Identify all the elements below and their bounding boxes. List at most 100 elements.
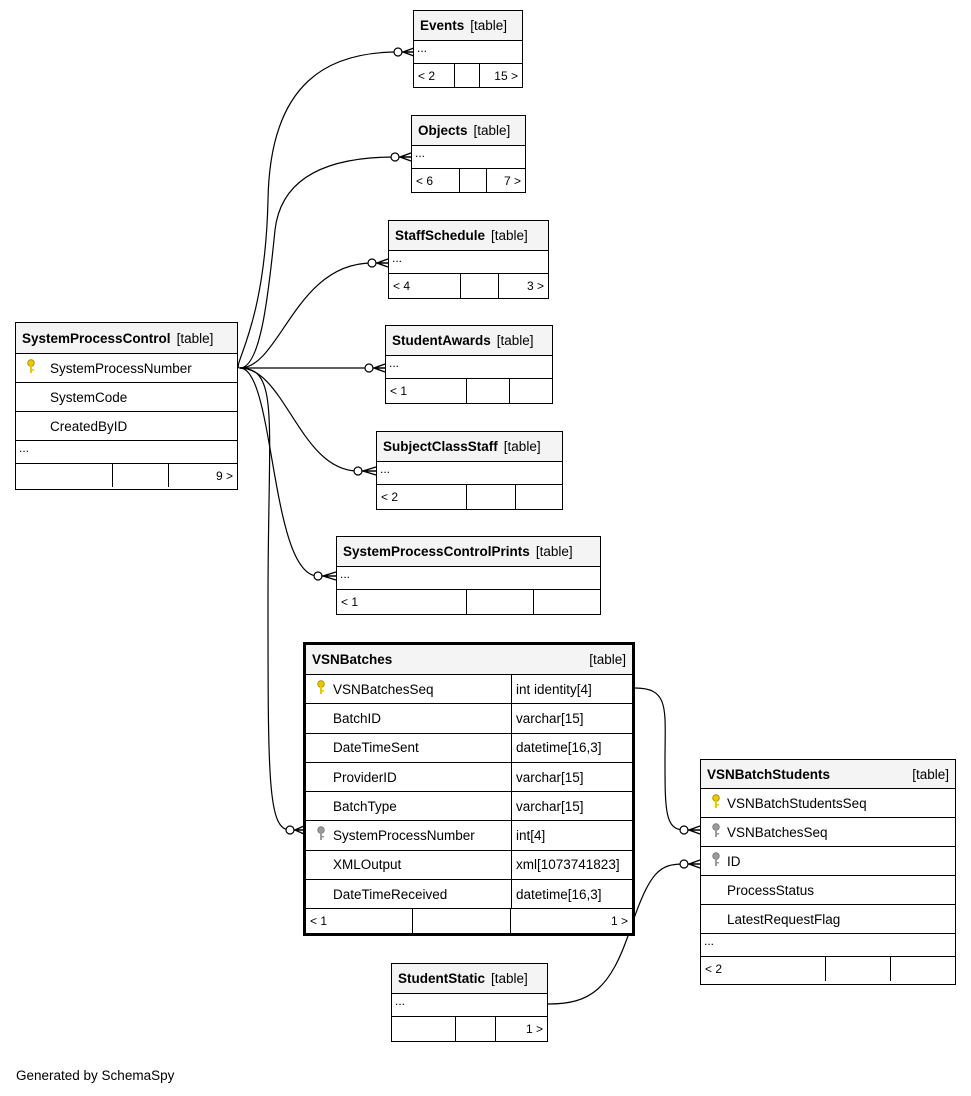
- more-columns: ...: [392, 994, 547, 1017]
- column-name: ProviderID: [333, 769, 397, 785]
- foreign-key-icon: [707, 851, 725, 871]
- child-count: [890, 957, 955, 981]
- crowfoot-marker: [686, 859, 701, 869]
- table-footer: < 2 15 >: [414, 64, 522, 87]
- optional-circle: [679, 859, 689, 869]
- parent-count: < 6: [416, 173, 434, 188]
- primary-key-icon: [312, 679, 330, 699]
- table-subjectclassstaff[interactable]: SubjectClassStaff [table] ... < 2: [376, 431, 563, 510]
- optional-circle: [393, 47, 403, 57]
- column-type: varchar[15]: [511, 792, 632, 821]
- column-row[interactable]: BatchID varchar[15]: [306, 704, 632, 734]
- column-row[interactable]: SystemCode: [16, 383, 237, 412]
- child-count: 15 >: [479, 64, 522, 87]
- column-type: datetime[16,3]: [511, 733, 632, 762]
- table-kind: [table]: [473, 123, 511, 138]
- column-row[interactable]: ProcessStatus: [701, 876, 955, 905]
- child-count: 7 >: [486, 169, 525, 192]
- table-header: Events [table]: [414, 11, 522, 41]
- edge-spc-subjectclassstaff: [239, 367, 359, 472]
- table-header: SystemProcessControl [table]: [16, 323, 237, 354]
- table-kind: [table]: [491, 228, 528, 243]
- table-kind: [table]: [470, 18, 508, 33]
- foreign-key-icon: [707, 822, 725, 842]
- table-studentawards[interactable]: StudentAwards [table] ... < 1: [385, 325, 553, 404]
- footer-spacer: [825, 957, 890, 981]
- column-name: BatchID: [333, 710, 382, 726]
- table-footer: 1 >: [392, 1017, 547, 1041]
- optional-circle: [679, 825, 689, 835]
- foreign-key-icon: [312, 826, 330, 845]
- column-name: LatestRequestFlag: [727, 911, 841, 927]
- table-objects[interactable]: Objects [table] ... < 6 7 >: [411, 115, 526, 193]
- table-header: StudentStatic [table]: [392, 964, 547, 994]
- table-kind: [table]: [535, 544, 573, 559]
- table-systemprocesscontrol[interactable]: SystemProcessControl [table] SystemProce…: [15, 322, 238, 490]
- table-name: VSNBatchStudents: [707, 766, 831, 782]
- table-header: SubjectClassStaff [table]: [377, 432, 562, 462]
- edge-spc-objects: [239, 156, 396, 369]
- optional-circle: [364, 363, 374, 373]
- crowfoot-marker: [320, 571, 337, 581]
- generated-by-note: Generated by SchemaSpy: [16, 1068, 175, 1083]
- column-type: xml[1073741823]: [511, 850, 632, 880]
- table-name: SystemProcessControlPrints: [343, 544, 530, 559]
- table-header: StaffSchedule [table]: [389, 221, 548, 251]
- table-staffschedule[interactable]: StaffSchedule [table] ... < 4 3 >: [388, 220, 549, 299]
- child-count: 9 >: [168, 464, 237, 487]
- table-name: Objects: [418, 123, 468, 138]
- table-footer: < 4 3 >: [389, 274, 548, 298]
- table-systemprocesscontrolprints[interactable]: SystemProcessControlPrints [table] ... <…: [336, 536, 601, 615]
- table-name: SubjectClassStaff: [383, 439, 498, 454]
- crowfoot-marker: [374, 258, 389, 268]
- edge-vsnbatches-vsnbatchstudents: [634, 687, 685, 831]
- parent-count: < 1: [341, 595, 359, 609]
- column-row[interactable]: SystemProcessNumber: [16, 354, 237, 383]
- table-kind: [table]: [503, 439, 541, 454]
- table-studentstatic[interactable]: StudentStatic [table] ... 1 >: [391, 963, 548, 1042]
- table-vsnbatchstudents[interactable]: VSNBatchStudents [table] VSNBatchStudent…: [700, 759, 956, 985]
- more-columns: ...: [16, 441, 237, 464]
- table-events[interactable]: Events [table] ... < 2 15 >: [413, 10, 523, 88]
- table-header: Objects [table]: [412, 116, 525, 146]
- parent-count: < 1: [390, 384, 408, 398]
- parent-count: [392, 1017, 455, 1041]
- more-columns: ...: [701, 934, 955, 957]
- crowfoot-marker: [293, 825, 305, 835]
- column-row[interactable]: LatestRequestFlag: [701, 905, 955, 934]
- more-columns: ...: [377, 462, 562, 485]
- column-row[interactable]: ID: [701, 847, 955, 876]
- table-footer: < 1 1 >: [306, 909, 632, 934]
- table-footer: < 6 7 >: [412, 169, 525, 192]
- more-columns: ...: [386, 356, 552, 379]
- column-name: VSNBatchStudentsSeq: [727, 795, 867, 811]
- footer-spacer: [460, 274, 498, 298]
- column-row[interactable]: VSNBatchesSeq: [701, 818, 955, 847]
- column-type: varchar[15]: [511, 704, 632, 733]
- child-count: 1 >: [510, 909, 632, 934]
- parent-count: < 2: [381, 490, 399, 504]
- crowfoot-marker: [360, 466, 377, 476]
- column-name: DateTimeReceived: [333, 886, 448, 902]
- parent-count: < 2: [418, 68, 436, 83]
- edge-spc-staffschedule: [239, 262, 373, 369]
- table-footer: < 1: [337, 590, 600, 614]
- column-row[interactable]: CreatedByID: [16, 412, 237, 441]
- table-kind: [table]: [496, 333, 534, 348]
- more-columns: ...: [389, 251, 548, 274]
- column-row[interactable]: VSNBatchStudentsSeq: [701, 789, 955, 818]
- more-columns: ...: [337, 567, 600, 590]
- table-header: VSNBatchStudents [table]: [701, 760, 955, 789]
- column-name: VSNBatchesSeq: [333, 681, 434, 697]
- column-name: SystemProcessNumber: [333, 828, 475, 844]
